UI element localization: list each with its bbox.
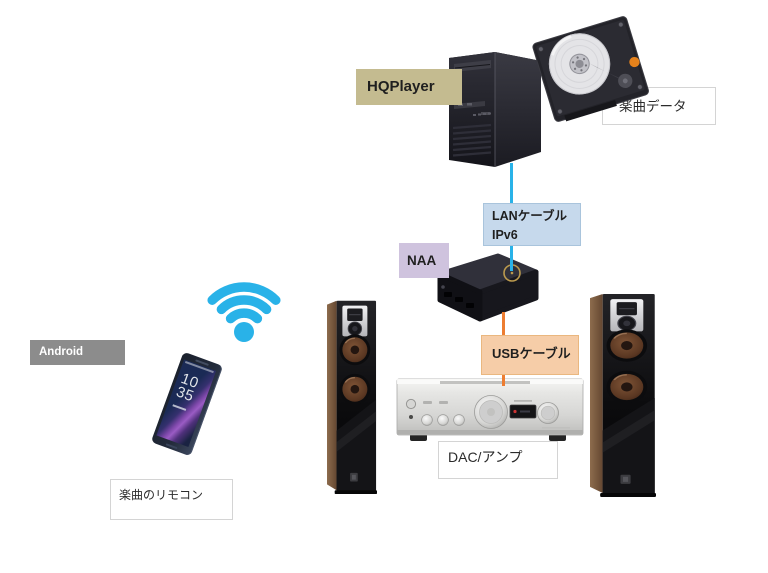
- lan-cable-text: LANケーブル: [492, 209, 567, 223]
- dac-amplifier-image: [394, 372, 586, 446]
- dac-amplifier-icon: [396, 378, 584, 441]
- lan-cable-label: LANケーブル IPv6: [483, 203, 581, 246]
- phone-nav-dash: [165, 443, 178, 450]
- speaker-right-icon: [590, 294, 656, 497]
- music-remote-label: 楽曲のリモコン: [110, 479, 233, 520]
- music-data-label: 楽曲データ: [602, 87, 716, 125]
- speaker-left-icon: [327, 300, 377, 495]
- speaker-right-image: [590, 289, 656, 497]
- dac-amp-text: DAC/アンプ: [448, 449, 523, 465]
- smartphone-image: 10 35: [150, 351, 224, 457]
- pc-tower-icon: [449, 52, 541, 167]
- pc-tower-image: [445, 48, 545, 170]
- hqplayer-text: HQPlayer: [367, 78, 435, 95]
- naa-text: NAA: [407, 253, 437, 268]
- wifi-icon: [198, 270, 290, 342]
- speaker-left-image: [327, 292, 377, 498]
- phone-date-line: [172, 404, 187, 411]
- music-data-text: 楽曲データ: [619, 99, 687, 114]
- android-label: Android: [30, 340, 125, 365]
- dac-amp-label: DAC/アンプ: [438, 441, 558, 479]
- android-text: Android: [39, 346, 84, 358]
- hqplayer-label: HQPlayer: [356, 69, 462, 105]
- phone-clock: 10 35: [173, 370, 201, 406]
- usb-cable-label: USBケーブル: [481, 335, 579, 375]
- phone-clock-minute: 35: [173, 383, 197, 406]
- ipv6-text: IPv6: [492, 227, 518, 242]
- naa-label: NAA: [399, 243, 449, 278]
- hdd-image: [529, 13, 652, 127]
- phone-screen: 10 35: [156, 359, 217, 448]
- hdd-icon: [532, 16, 649, 122]
- music-remote-text: 楽曲のリモコン: [119, 488, 204, 502]
- usb-cable-text: USBケーブル: [492, 346, 571, 361]
